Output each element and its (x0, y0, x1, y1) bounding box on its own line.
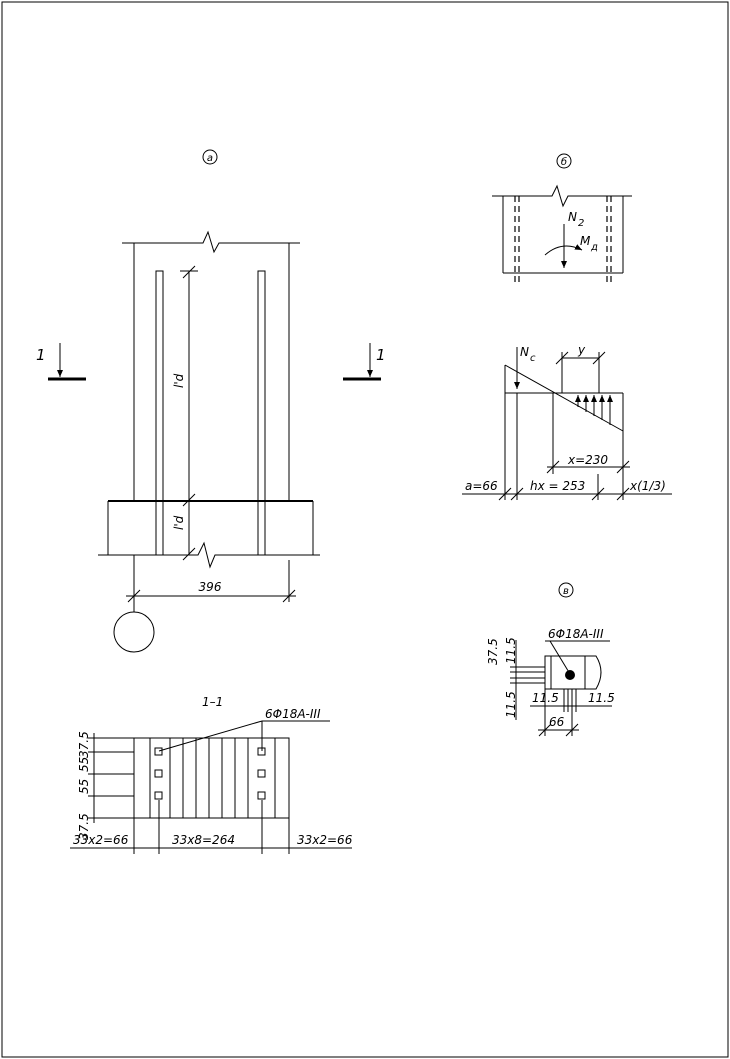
stress-slope (504, 364, 624, 432)
force-n2-sub: 2 (578, 218, 584, 229)
top-break-line (122, 230, 300, 254)
view-v-left-dim-2: 11.5 (504, 637, 518, 664)
bottom-break-line (98, 541, 320, 569)
view-v-width-label: 66 (549, 715, 565, 729)
rebar-square (154, 769, 163, 778)
view-b: б N 2 M д N c y (462, 153, 672, 501)
section-1-1: 1–1 6Φ18A-III (70, 695, 353, 854)
dim-a: a=66 (465, 479, 498, 493)
vert-dim-3: 55 (77, 779, 91, 794)
section-rebar-note: 6Φ18A-III (265, 707, 321, 721)
rebar-square (257, 791, 266, 800)
force-nc-label: N (520, 345, 529, 359)
dim-tick (282, 589, 296, 603)
dim-tick (592, 351, 606, 365)
dim-tick (182, 493, 196, 507)
rebar-right (257, 270, 266, 556)
view-v-label-circle (558, 582, 574, 598)
stirrup-lines (149, 738, 276, 818)
rebar-bars (154, 747, 266, 800)
dim-tick (616, 460, 630, 474)
moment-sub: д (590, 242, 598, 253)
view-v-rebar-note: 6Φ18A-III (548, 627, 604, 641)
view-v-outline (544, 655, 602, 690)
horiz-dim-3: 33x2=66 (297, 833, 353, 847)
view-b-break-line (492, 184, 632, 208)
moment-arrow (544, 244, 583, 256)
section-outline (133, 737, 290, 819)
dim-tick (546, 460, 560, 474)
horiz-dim-2: 33x8=264 (172, 833, 235, 847)
force-nc-sub: c (530, 353, 536, 364)
vert-dim-2: 55 (77, 757, 91, 772)
dim-tick (591, 487, 605, 501)
view-v-bottom-dim-2: 11.5 (588, 691, 615, 705)
vert-dim-1: 37.5 (77, 731, 91, 758)
section-mark-left-label: 1 (36, 346, 46, 364)
anchorage-upper-label: l'd (172, 373, 186, 388)
view-a-label: а (207, 153, 213, 164)
view-v-left-dim-3: 11.5 (504, 691, 518, 718)
dim-tick (510, 487, 524, 501)
view-v-rebar-dot (565, 670, 575, 680)
view-a-label-circle (202, 149, 218, 165)
pile-circle (113, 611, 155, 653)
dim-tick (498, 487, 512, 501)
dim-x-third: x(1/3) (629, 479, 666, 493)
rebar-square (257, 769, 266, 778)
force-n2-label: N (568, 210, 577, 224)
rebar-square (154, 747, 163, 756)
view-b-label-circle (556, 153, 572, 169)
section-mark-right-label: 1 (376, 346, 386, 364)
width-dim-label: 396 (199, 580, 222, 594)
stress-arrows (575, 395, 613, 425)
view-v-left-dim-1: 37.5 (486, 638, 500, 665)
rebar-square (154, 791, 163, 800)
view-a: а l'd l'd 1 1 396 (36, 149, 386, 653)
dim-hx: hx = 253 (530, 479, 585, 493)
vert-dim-4: 37.5 (77, 813, 91, 840)
dim-tick (555, 351, 569, 365)
dim-tick (182, 547, 196, 561)
moment-label: M (580, 234, 591, 248)
section-title: 1–1 (202, 695, 223, 709)
dim-tick (616, 487, 630, 501)
rebar-square (257, 747, 266, 756)
leader-line-left (158, 720, 263, 752)
view-v: в 6Φ18A-III 37.5 11.5 11.5 11.5 11.5 66 (486, 582, 615, 737)
y-label: y (577, 343, 586, 357)
x-dim-label: x=230 (567, 453, 608, 467)
dim-tick (182, 265, 196, 279)
horiz-dim-1: 33x2=66 (73, 833, 129, 847)
dim-tick (127, 589, 141, 603)
dim-tick (565, 723, 579, 737)
rebar-left (155, 270, 164, 556)
dim-tick (538, 723, 552, 737)
view-b-label: б (561, 156, 567, 168)
view-v-label: в (563, 586, 569, 597)
view-v-leader (549, 640, 571, 675)
anchorage-lower-label: l'd (172, 515, 186, 530)
